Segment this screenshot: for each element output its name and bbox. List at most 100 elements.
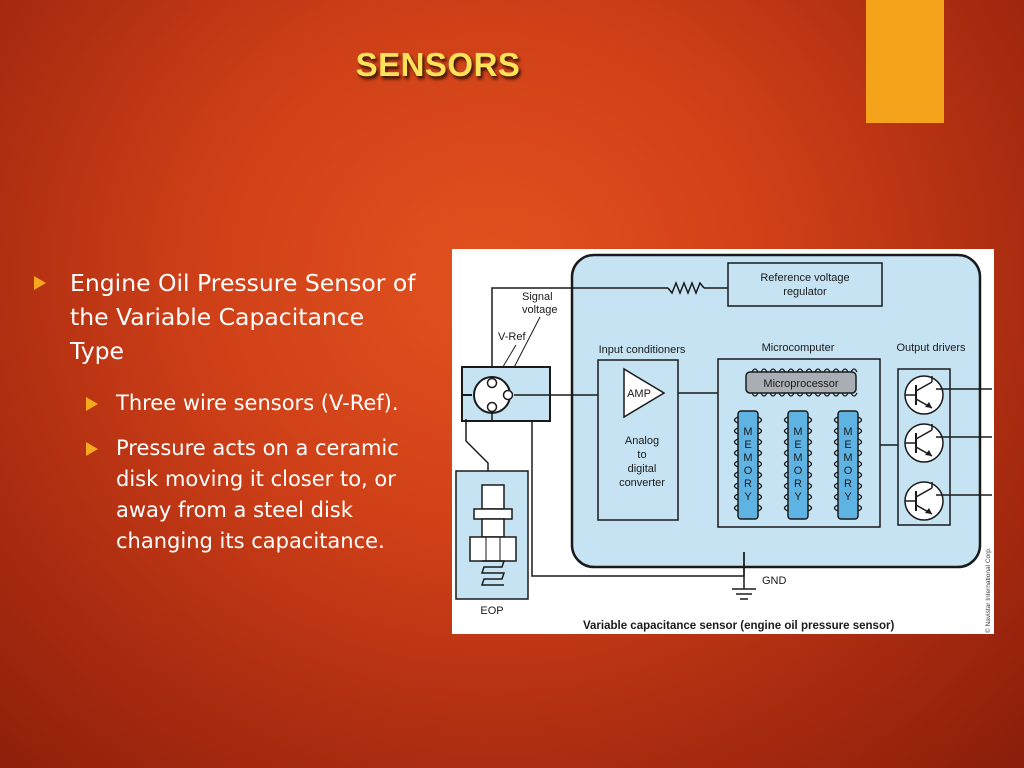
chip-pin — [757, 460, 763, 468]
chip-pin — [796, 392, 804, 397]
chip-pin — [783, 416, 789, 424]
figure-credit: © Navistar International Corp. — [984, 547, 992, 633]
adc-label-4: converter — [619, 477, 665, 489]
chip-pin — [757, 449, 763, 457]
memory-letter: M — [743, 426, 752, 438]
bullet-item: Engine Oil Pressure Sensor of the Variab… — [34, 266, 424, 368]
chip-pin — [832, 392, 840, 397]
chip-pin — [833, 482, 839, 490]
connector-pin — [486, 401, 498, 413]
chip-pin — [783, 438, 789, 446]
signal-label-1: Signal — [522, 291, 553, 303]
memory-letter: M — [743, 452, 752, 464]
memory-letter: M — [843, 452, 852, 464]
memory-letter: M — [793, 426, 802, 438]
memory-letter: O — [844, 465, 853, 477]
chip-pin — [814, 368, 822, 373]
chip-pin — [850, 368, 858, 373]
chip-pin — [733, 493, 739, 501]
connector-pin — [486, 377, 498, 389]
chip-pin — [796, 368, 804, 373]
chip-pin — [757, 493, 763, 501]
chip-pin — [807, 482, 813, 490]
amp-label: AMP — [627, 388, 651, 400]
chip-pin — [733, 460, 739, 468]
memory-chip — [737, 410, 759, 520]
eop-sensor-body — [481, 518, 505, 538]
sensor-diagram: Reference voltage regulator Signal volta… — [452, 249, 994, 634]
memory-letter: R — [794, 478, 802, 490]
bullet-arrow-icon — [86, 397, 98, 411]
connector-pin — [502, 389, 514, 401]
sensor-diagram-svg: Reference voltage regulator Signal volta… — [455, 253, 992, 633]
chip-pin — [733, 504, 739, 512]
chip-pin — [857, 427, 863, 435]
memory-letter: O — [794, 465, 803, 477]
chip-pin — [807, 493, 813, 501]
bullet-arrow-icon — [34, 276, 46, 290]
sub-bullet-item: Pressure acts on a ceramic disk moving i… — [34, 433, 424, 557]
chip-pin — [807, 471, 813, 479]
chip-pin — [807, 449, 813, 457]
gnd-label: GND — [762, 575, 787, 587]
chip-pin — [857, 460, 863, 468]
chip-pin — [783, 471, 789, 479]
chip-pin — [783, 449, 789, 457]
bullet-text: Engine Oil Pressure Sensor of the Variab… — [70, 269, 416, 365]
memory-letter: E — [844, 439, 851, 451]
memory-letter: Y — [844, 491, 852, 503]
chip-pin — [805, 392, 813, 397]
chip-pin — [857, 416, 863, 424]
chip-pin — [733, 416, 739, 424]
chip-pin — [769, 392, 777, 397]
memory-letter: M — [793, 452, 802, 464]
chip-pin — [757, 471, 763, 479]
chip-pin — [733, 449, 739, 457]
chip-pin — [807, 438, 813, 446]
microprocessor-chip — [745, 371, 857, 394]
chip-pin — [807, 460, 813, 468]
chip-pin — [857, 482, 863, 490]
sub-bullet-text: Three wire sensors (V-Ref). — [116, 391, 399, 415]
resistor-icon — [667, 280, 705, 296]
memory-letter: E — [744, 439, 751, 451]
chip-pin — [751, 368, 759, 373]
chip-pin — [857, 504, 863, 512]
sub-bullet-item: Three wire sensors (V-Ref). — [34, 388, 424, 419]
eop-label: EOP — [480, 605, 503, 617]
chip-pin — [733, 438, 739, 446]
memory-letter: Y — [744, 491, 752, 503]
chip-pin — [733, 427, 739, 435]
adc-label-1: Analog — [625, 435, 659, 447]
chip-pin — [769, 368, 777, 373]
chip-pin — [833, 493, 839, 501]
chip-pin — [783, 482, 789, 490]
memory-letter: R — [744, 478, 752, 490]
chip-pin — [841, 368, 849, 373]
vref-label: V-Ref — [498, 331, 526, 343]
chip-pin — [833, 460, 839, 468]
chip-pin — [833, 416, 839, 424]
chip-pin — [832, 368, 840, 373]
transistors — [904, 375, 992, 521]
memory-letter: O — [744, 465, 753, 477]
chip-pin — [805, 368, 813, 373]
microcomputer-label: Microcomputer — [762, 342, 835, 354]
microprocessor-label: Microprocessor — [763, 378, 839, 390]
signal-label-2: voltage — [522, 304, 557, 316]
chip-pin — [814, 392, 822, 397]
chip-pin — [833, 449, 839, 457]
chip-pin — [733, 471, 739, 479]
chip-pin — [757, 416, 763, 424]
figure-caption: Variable capacitance sensor (engine oil … — [583, 620, 894, 632]
chip-pin — [757, 427, 763, 435]
chip-pin — [833, 438, 839, 446]
adc-label-2: to — [637, 449, 646, 461]
chip-pin — [841, 392, 849, 397]
memory-letter: Y — [794, 491, 802, 503]
memory-letter: E — [794, 439, 801, 451]
chip-pin — [757, 504, 763, 512]
chip-pin — [857, 449, 863, 457]
chip-pin — [850, 392, 858, 397]
eop-sensor-hex — [469, 536, 517, 562]
